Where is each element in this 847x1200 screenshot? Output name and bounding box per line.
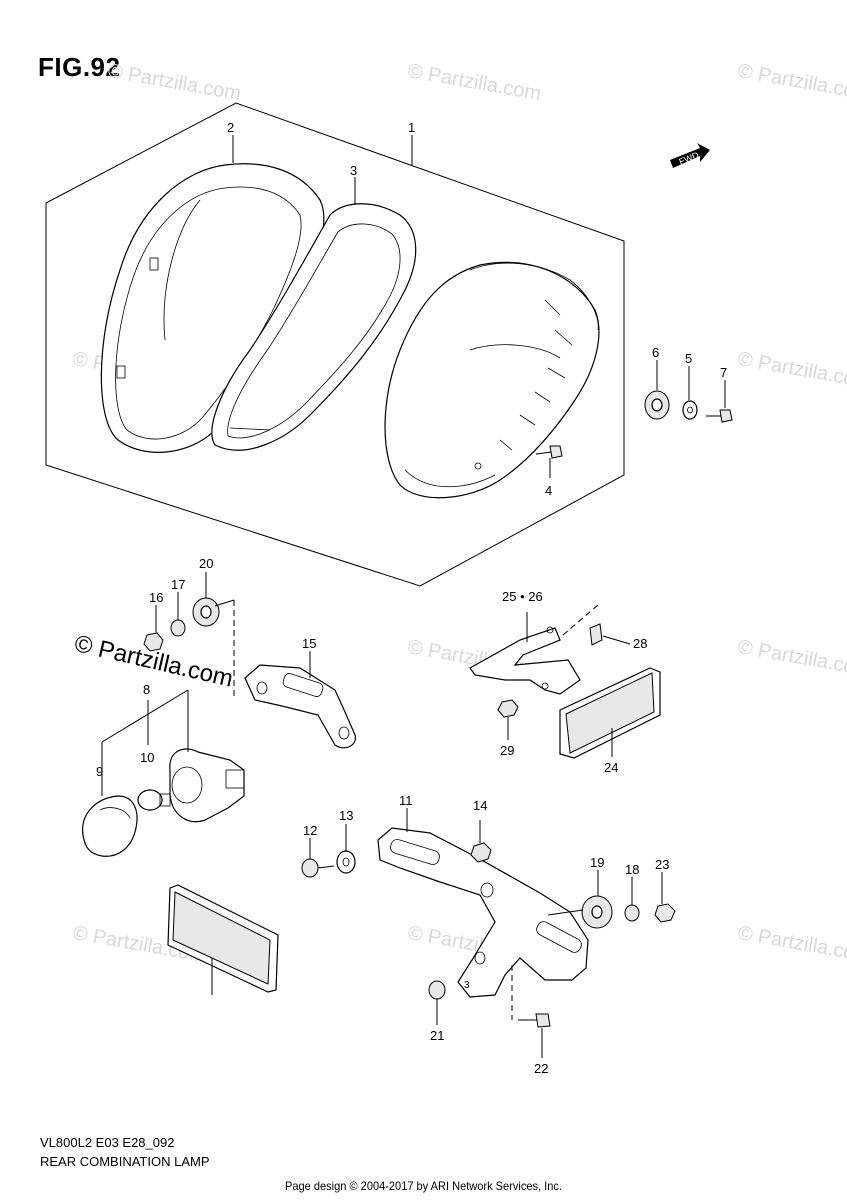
- part-20-grommet: [192, 597, 220, 627]
- part-13-washer: [336, 850, 356, 874]
- diagram-name: REAR COMBINATION LAMP: [40, 1154, 210, 1169]
- callout-7: 7: [720, 365, 727, 380]
- callout-17: 17: [171, 577, 185, 592]
- callout-22: 22: [534, 1061, 548, 1076]
- part-5-washer: [682, 400, 698, 420]
- part-10-bulb: [137, 789, 171, 811]
- fwd-label: FWD: [678, 150, 701, 167]
- callout-9: 9: [96, 764, 103, 779]
- callout-18: 18: [625, 862, 639, 877]
- callout-19: 19: [590, 855, 604, 870]
- callout-16: 16: [149, 590, 163, 605]
- callout-1: 1: [408, 120, 415, 135]
- part-19-grommet: [581, 895, 613, 929]
- callout-10: 10: [140, 750, 154, 765]
- assembly-box: [45, 102, 625, 587]
- part-28-nut: [497, 699, 519, 718]
- callout-15: 15: [302, 636, 316, 651]
- part-15-bracket: [244, 664, 357, 749]
- callout-28: 29: [500, 743, 514, 758]
- callout-4: 4: [545, 483, 552, 498]
- callout-5: 5: [685, 351, 692, 366]
- callout-25-26: 25 • 26: [502, 589, 543, 604]
- part-7-screw: [706, 409, 733, 423]
- callout-8: 8: [143, 682, 150, 697]
- callout-21: 21: [430, 1028, 444, 1043]
- callout-24: 24: [604, 760, 618, 775]
- page-credit: Page design © 2004-2017 by ARI Network S…: [285, 1179, 562, 1193]
- callout-6: 6: [652, 345, 659, 360]
- part-3-gasket: [211, 203, 417, 451]
- part-8-socket: [169, 748, 245, 823]
- part-25-26-bracket: [469, 626, 581, 695]
- bracket-mark: 3: [464, 980, 470, 991]
- part-23-nut: [654, 903, 676, 923]
- callout-20: 20: [199, 556, 213, 571]
- callout-12: 12: [303, 823, 317, 838]
- part-18-collar: [624, 904, 640, 922]
- model-code: VL800L2 E03 E28_092: [40, 1135, 175, 1150]
- part-14-nut: [470, 842, 492, 863]
- part-12-bolt: [301, 858, 335, 878]
- part-22-screw: [518, 1013, 551, 1028]
- callout-14: 14: [473, 798, 487, 813]
- figure-title: FIG.92: [38, 52, 121, 82]
- part-16-nut: [143, 632, 164, 652]
- part-24-reflector: [559, 667, 661, 759]
- part-21-cap: [428, 980, 446, 1000]
- part-lamp-body: [384, 261, 600, 499]
- part-27-screw: [589, 623, 603, 646]
- part-9-lens: [82, 795, 138, 857]
- callout-27: 28: [633, 636, 647, 651]
- callout-23: 23: [655, 857, 669, 872]
- callout-13: 13: [339, 808, 353, 823]
- part-17-collar: [170, 619, 186, 637]
- callout-2: 2: [227, 120, 234, 135]
- part-6-grommet: [644, 390, 670, 420]
- part-29-reflector: [167, 884, 279, 993]
- part-4-screw: [535, 445, 563, 459]
- callout-3: 3: [350, 163, 357, 178]
- callout-11: 11: [399, 793, 413, 808]
- fwd-arrow-icon: FWD: [670, 143, 710, 168]
